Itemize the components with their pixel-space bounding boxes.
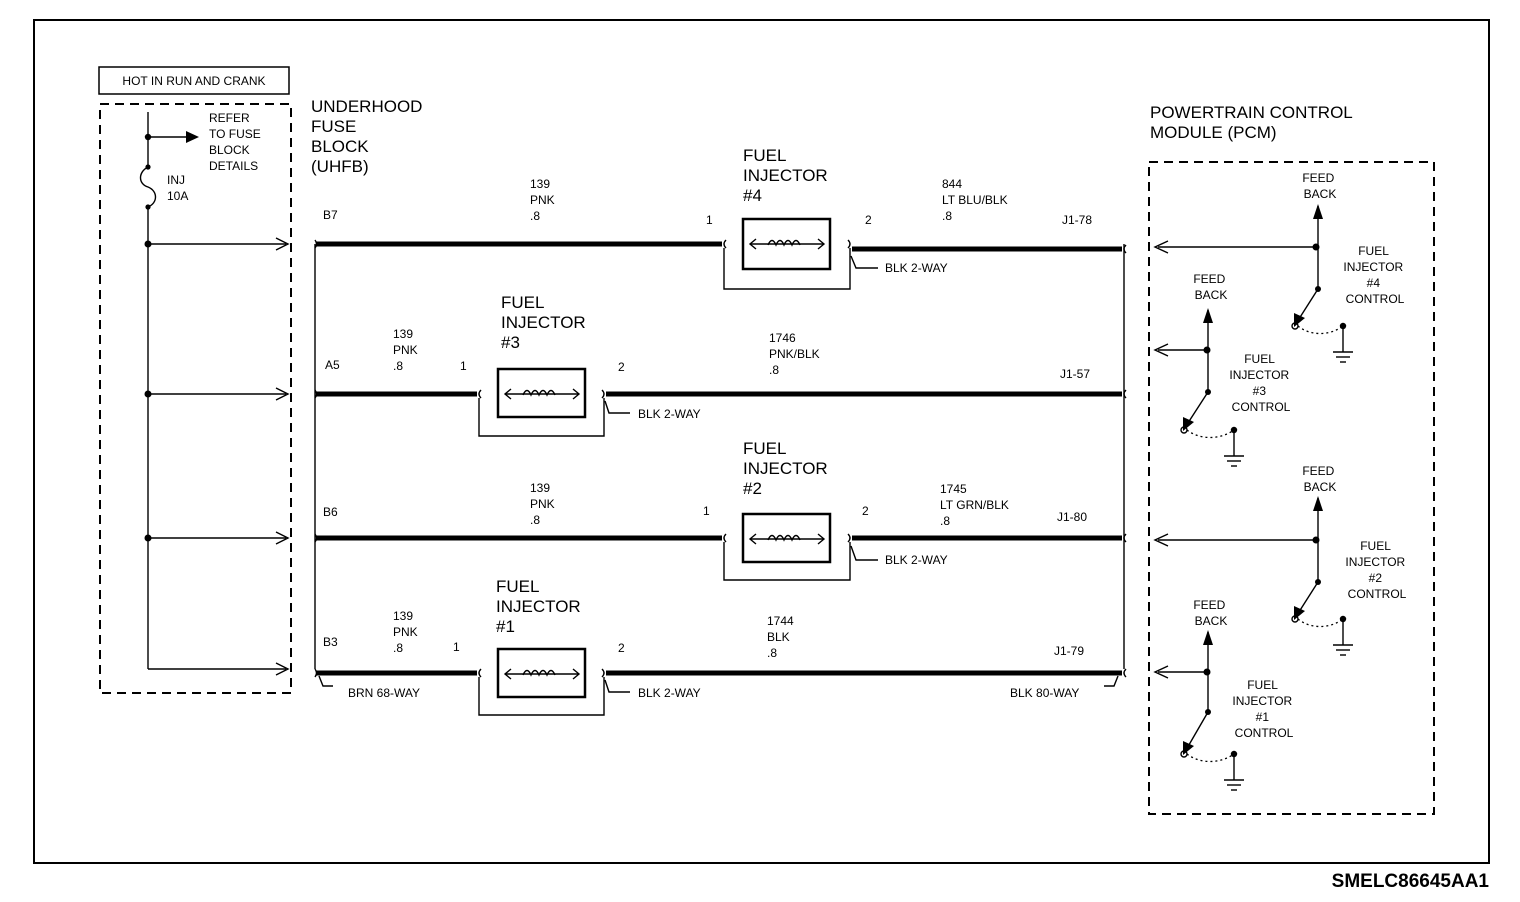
pcm-driver-1: FEED BACK FUEL INJECTOR #1 CONTROL — [1153, 598, 1295, 791]
pcm-driver-4-feedback: FEED BACK — [1302, 171, 1337, 201]
underhood-fuse-block: HOT IN RUN AND CRANK REFER TO FUSE BLOCK… — [98, 66, 292, 694]
blk-80-way-bracket — [1104, 675, 1119, 687]
refer-to-fuse-block-note: REFER TO FUSE BLOCK DETAILS — [209, 111, 264, 173]
injector-1-supply-wire: 139 PNK .8 — [393, 609, 421, 655]
pcm-driver-2: FEED BACK FUEL INJECTOR #2 CONTROL — [1153, 464, 1408, 656]
injector-3-connector-outline — [478, 398, 605, 437]
injector-1-control-wire: 1744 BLK .8 — [767, 614, 797, 660]
pcm-title: POWERTRAIN CONTROL MODULE (PCM) — [1150, 103, 1357, 142]
injector-1-coil — [496, 647, 587, 699]
pcm-driver-1-control-label: FUEL INJECTOR #1 CONTROL — [1232, 678, 1295, 740]
pcm-driver-1-feedback: FEED BACK — [1193, 598, 1228, 628]
pcm-driver-3-feedback: FEED BACK — [1193, 272, 1228, 302]
pcm-driver-2-control-label: FUEL INJECTOR #2 CONTROL — [1345, 539, 1408, 601]
injector-3-circuit: FUEL INJECTOR #3 A5 139 PNK .8 1 2 1746 … — [314, 293, 1127, 437]
injector-2-control-wire: 1745 LT GRN/BLK .8 — [940, 482, 1012, 528]
injector-3-title: FUEL INJECTOR #3 — [501, 293, 590, 352]
injector-3-pcm-pin: J1-57 — [1060, 367, 1090, 381]
injector-4-connector-outline — [723, 248, 851, 290]
injector-1-fuse-pin: B3 — [323, 635, 338, 649]
injector-2-fuse-pin: B6 — [323, 505, 338, 519]
injector-1-circuit: FUEL INJECTOR #1 B3 139 PNK .8 1 2 1744 … — [314, 577, 1127, 716]
injector-4-fuse-pin: B7 — [323, 208, 338, 222]
injector-1-pcm-pin: J1-79 — [1054, 644, 1084, 658]
diagram-id: SMELC86645AA1 — [1332, 871, 1490, 892]
injector-1-pin-2: 2 — [618, 641, 625, 655]
injector-3-connector-label: BLK 2-WAY — [638, 407, 701, 421]
injector-4-supply-wire: 139 PNK .8 — [530, 177, 558, 223]
pcm-dashed-outline — [1148, 161, 1435, 815]
injector-2-connector-outline — [723, 542, 851, 581]
refer-arrow-icon — [186, 131, 199, 143]
pcm-driver-4: FEED BACK FUEL INJECTOR #4 CONTROL — [1153, 171, 1406, 363]
pcm-driver-2-feedback: FEED BACK — [1302, 464, 1337, 494]
fuse-branch-a5 — [148, 387, 290, 401]
pcm-driver-3: FEED BACK FUEL INJECTOR #3 CONTROL — [1153, 272, 1292, 467]
injector-2-coil — [741, 512, 832, 564]
injector-4-pin-2: 2 — [865, 213, 872, 227]
injector-4-coil — [741, 217, 832, 271]
injector-1-pin-1: 1 — [453, 640, 460, 654]
pcm-driver-4-control-label: FUEL INJECTOR #4 CONTROL — [1343, 244, 1406, 306]
injector-4-pcm-pin: J1-78 — [1062, 213, 1092, 227]
hot-in-run-crank-box — [98, 66, 290, 95]
injector-2-supply-wire: 139 PNK .8 — [530, 481, 558, 527]
injector-2-pin-1: 1 — [703, 504, 710, 518]
injector-3-pin-2: 2 — [618, 360, 625, 374]
fuse-branch-b3 — [148, 662, 290, 676]
fuse-block-dashed-outline — [99, 103, 292, 694]
injector-2-connector-label: BLK 2-WAY — [885, 553, 948, 567]
hot-in-run-crank-label: HOT IN RUN AND CRANK — [122, 74, 265, 88]
injector-4-connector-label: BLK 2-WAY — [885, 261, 948, 275]
injector-1-title: FUEL INJECTOR #1 — [496, 577, 585, 636]
injector-2-title: FUEL INJECTOR #2 — [743, 439, 832, 498]
injector-3-supply-wire: 139 PNK .8 — [393, 327, 421, 373]
injector-2-pcm-pin: J1-80 — [1057, 510, 1087, 524]
fuse-branch-b6 — [148, 531, 290, 545]
fuse-symbol — [139, 166, 157, 208]
uhfb-title: UNDERHOOD FUSE BLOCK (UHFB) — [311, 97, 427, 176]
injector-3-coil — [496, 367, 587, 419]
injector-4-pin-1: 1 — [706, 213, 713, 227]
injector-4-control-wire: 844 LT BLU/BLK .8 — [942, 177, 1011, 223]
diagram-frame — [33, 19, 1490, 864]
brn-68-way-bracket — [318, 675, 333, 687]
blk-80-way-label: BLK 80-WAY — [1010, 686, 1079, 700]
fuse-branch-b7 — [148, 237, 290, 251]
injector-2-pin-2: 2 — [862, 504, 869, 518]
injector-2-circuit: FUEL INJECTOR #2 B6 139 PNK .8 1 2 1745 … — [314, 439, 1127, 581]
injector-1-connector-label: BLK 2-WAY — [638, 686, 701, 700]
brn-68-way-label: BRN 68-WAY — [348, 686, 420, 700]
injector-3-pin-1: 1 — [460, 359, 467, 373]
injector-4-circuit: FUEL INJECTOR #4 B7 139 PNK .8 1 2 844 L… — [314, 146, 1127, 290]
injector-1-connector-outline — [478, 677, 605, 716]
injector-3-control-wire: 1746 PNK/BLK .8 — [769, 331, 823, 377]
pcm-driver-3-control-label: FUEL INJECTOR #3 CONTROL — [1229, 352, 1292, 414]
injector-4-title: FUEL INJECTOR #4 — [743, 146, 832, 205]
fuse-inj-10a-label: INJ 10A — [167, 173, 188, 203]
injector-3-fuse-pin: A5 — [325, 358, 340, 372]
